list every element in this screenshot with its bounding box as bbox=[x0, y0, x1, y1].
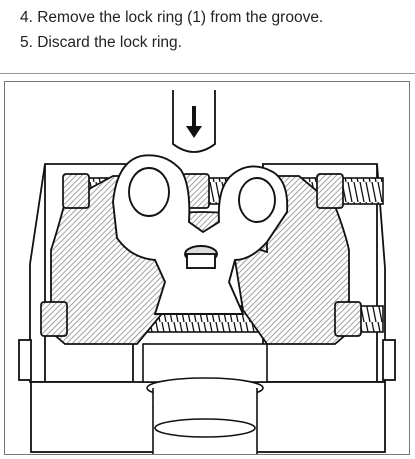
procedure-illustration bbox=[4, 81, 410, 455]
step-5-text: 5. Discard the lock ring. bbox=[20, 34, 182, 51]
step-4-text: 4. Remove the lock ring (1) from the gro… bbox=[20, 9, 324, 26]
yoke bbox=[112, 154, 289, 315]
press-ram bbox=[172, 90, 216, 153]
nuts bbox=[40, 173, 362, 337]
down-arrow-icon bbox=[186, 106, 202, 138]
section-divider bbox=[0, 73, 415, 74]
press-diagram bbox=[18, 90, 396, 454]
press-shaft bbox=[142, 343, 268, 454]
